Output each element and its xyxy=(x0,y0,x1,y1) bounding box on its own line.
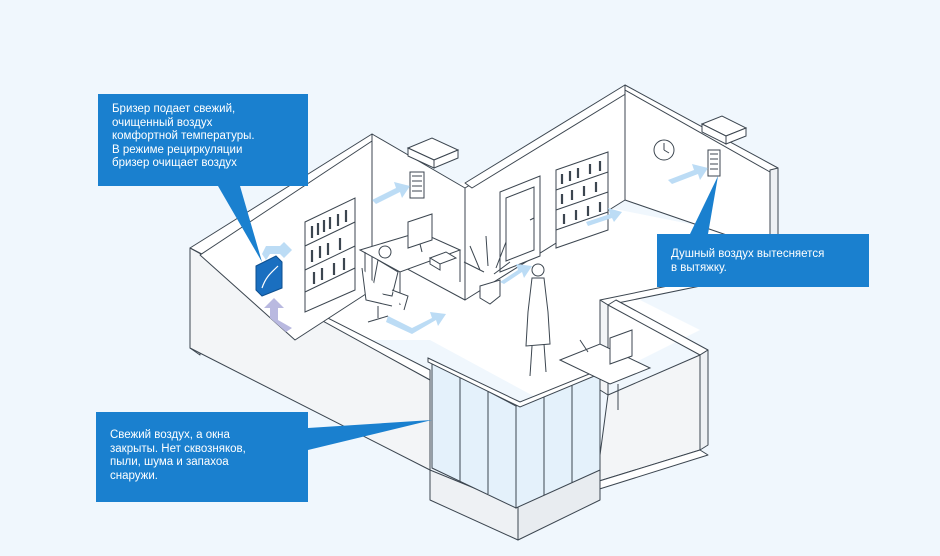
vent-grille-right xyxy=(707,149,721,177)
person-icon xyxy=(525,263,551,377)
vent-grille-left xyxy=(409,171,425,199)
callout-line: Бризер подает свежий, xyxy=(112,103,236,115)
callout-line: бризер очищает воздух xyxy=(112,157,237,169)
fresh-air-arrows xyxy=(262,164,708,334)
breather-icon xyxy=(255,255,283,297)
callout-line: комфортной температуры. xyxy=(112,130,255,142)
callout-line: снаружи. xyxy=(110,469,158,482)
person-seated xyxy=(361,245,409,323)
callout-line: Душный воздух вытесняется xyxy=(671,248,825,260)
callout-exhaust: Душный воздух вытесняется в вытяжку. xyxy=(657,234,869,287)
monitor-icon xyxy=(609,329,633,365)
monitor-icon xyxy=(407,213,433,253)
callout-breather: Бризер подает свежий, очищенный воздух к… xyxy=(98,94,308,186)
pointer-breather xyxy=(218,186,262,262)
pointer-exhaust xyxy=(690,176,718,234)
callout-line: Свежий воздух, а окна xyxy=(110,429,230,441)
door-icon xyxy=(499,175,541,273)
callout-line: пыли, шума и запахоа xyxy=(110,456,229,468)
chair-icon xyxy=(361,267,393,323)
callout-line: очищенный воздух xyxy=(112,116,213,129)
clock-icon xyxy=(653,139,675,161)
intake-arrow xyxy=(264,298,292,332)
desk-small xyxy=(558,329,652,410)
callout-windows: Свежий воздух, а окна закрыты. Нет сквоз… xyxy=(96,412,308,502)
vent-icon xyxy=(406,115,748,199)
callout-pointers xyxy=(218,176,718,450)
plant-icon xyxy=(463,235,511,305)
callout-line: В режиме рециркуляции xyxy=(112,143,243,156)
pointer-windows xyxy=(308,420,432,450)
wall-corner-outer xyxy=(699,349,709,451)
callout-line: в вытяжку. xyxy=(671,261,727,274)
window-icon xyxy=(427,357,605,509)
callout-line: закрыты. Нет сквозняков, xyxy=(110,442,246,455)
